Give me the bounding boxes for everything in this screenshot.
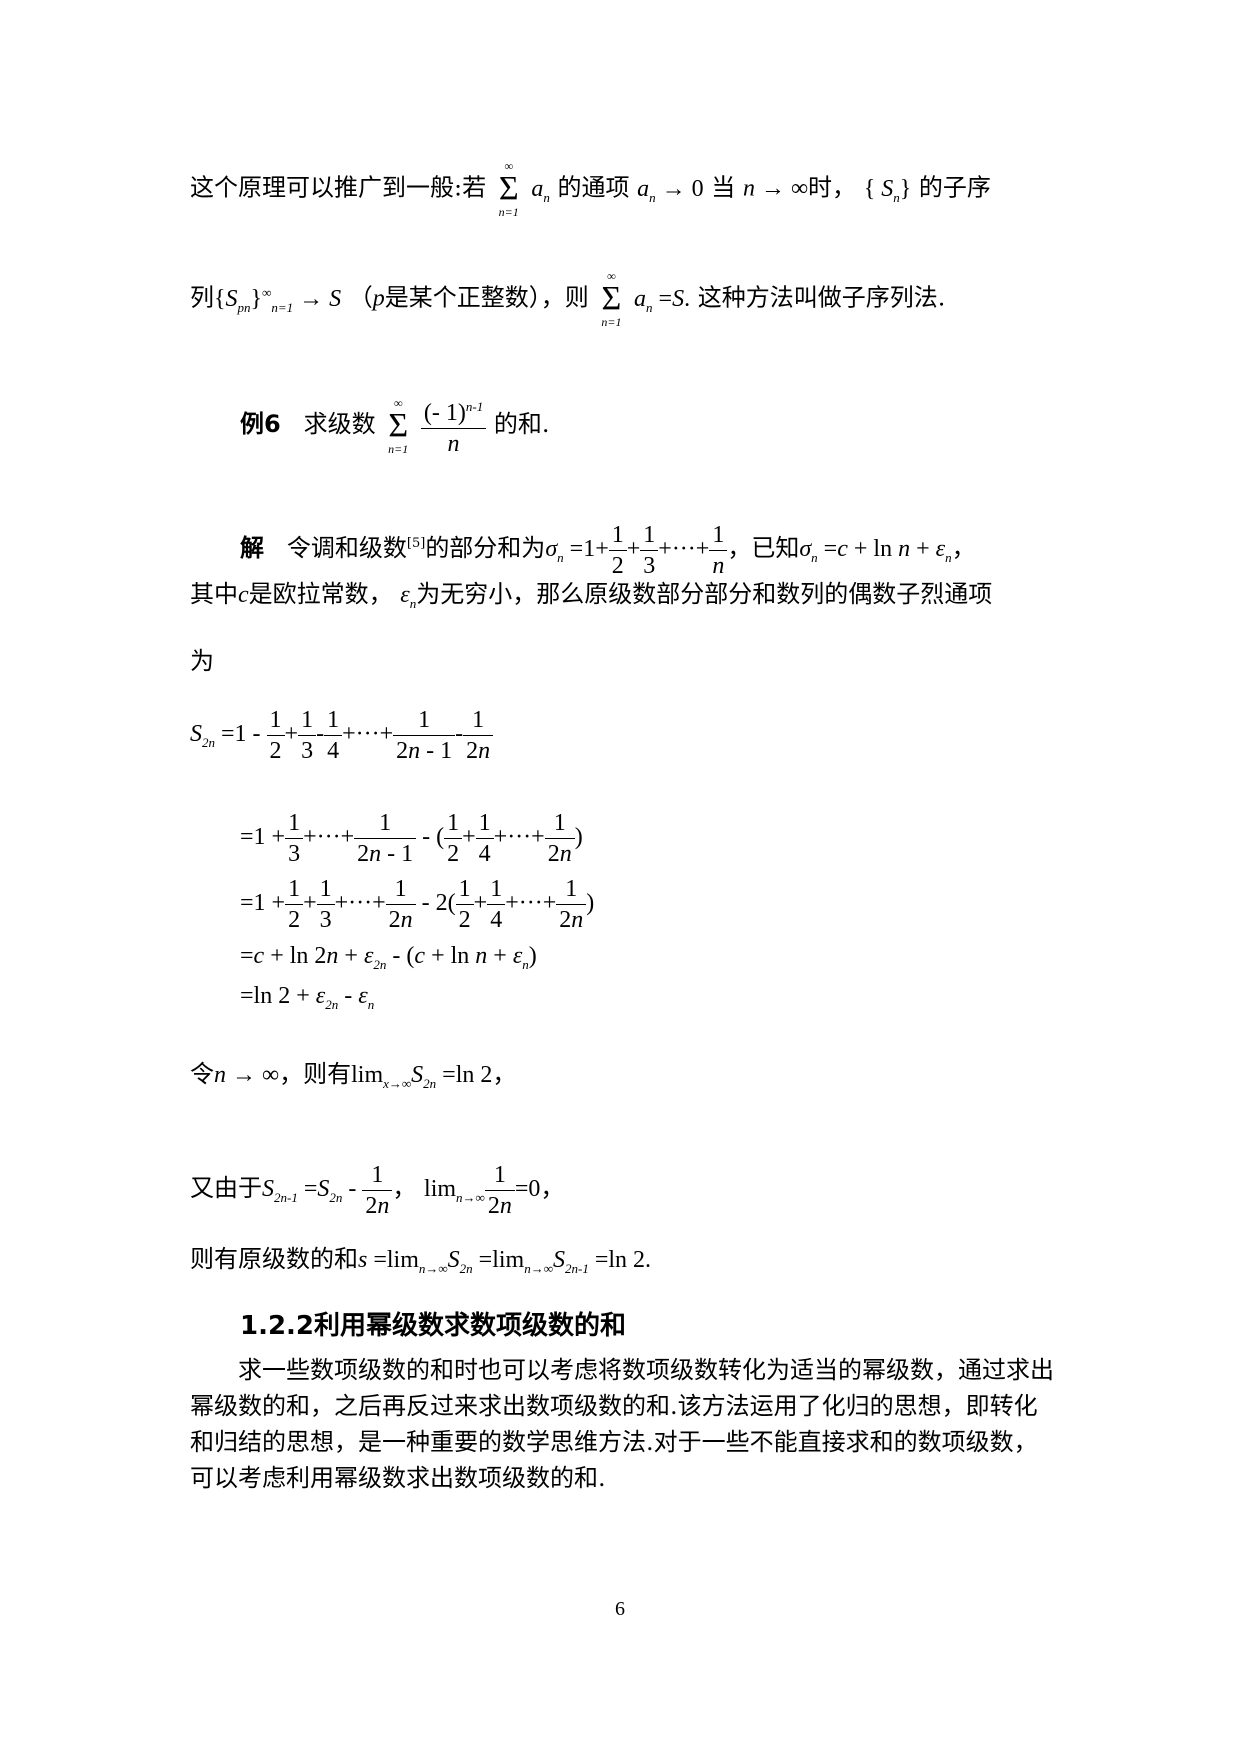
- text-fragment: 令调和级数: [286, 534, 407, 563]
- text-fragment: 这个原理可以推广到一般:若: [190, 173, 487, 202]
- text-fragment: 是欧拉常数，: [248, 580, 393, 608]
- text-fragment: 其中: [190, 580, 238, 608]
- text-line-7: 为: [190, 645, 214, 677]
- text-fragment: 令: [190, 1060, 214, 1088]
- text-line-limit: 令n → ∞，则有limx→∞S2n =ln 2，: [190, 1060, 517, 1091]
- text-fragment: ，: [392, 1174, 417, 1203]
- text-fragment: 的部分和为: [425, 534, 546, 563]
- text-line-6: 其中c是欧拉常数， εn为无穷小，那么原级数部分部分和数列的偶数子烈通项: [190, 580, 993, 611]
- text-fragment: ，则有: [279, 1060, 352, 1088]
- citation: [5]: [406, 536, 426, 552]
- equation-step-4: =ln 2 + ε2n - εn: [240, 983, 375, 1012]
- text-fragment: 则有原级数的和: [190, 1245, 358, 1273]
- text-line-result: 则有原级数的和s =limn→∞S2n =limn→∞S2n-1 =ln 2.: [190, 1245, 652, 1276]
- text-fragment: 为: [190, 647, 214, 675]
- text-fragment: ，已知: [727, 534, 800, 563]
- text-fragment: （: [348, 283, 373, 312]
- text-fragment: 的和.: [493, 410, 550, 438]
- text-fragment: 这种方法叫做子序列法.: [697, 283, 946, 312]
- section-heading: 1.2.2利用幂级数求数项级数的和: [240, 1311, 627, 1341]
- text-fragment: ，: [492, 1060, 517, 1088]
- text-fragment: 是某个正整数），则: [384, 283, 589, 312]
- page-number: 6: [615, 1598, 625, 1620]
- text-fragment: 求级数: [303, 410, 376, 438]
- text-fragment: ，: [951, 534, 976, 563]
- text-fragment: 又由于: [190, 1174, 262, 1203]
- example-label: 例6: [240, 410, 281, 438]
- text-fragment: 的通项: [557, 173, 630, 202]
- equation-step-3: =c + ln 2n + ε2n - (c + ln n + εn): [240, 943, 537, 972]
- text-fragment: 时，: [808, 173, 857, 202]
- body-paragraph: 求一些数项级数的和时也可以考虑将数项级数转化为适当的幂级数，通过求出幂级数的和，…: [190, 1356, 1054, 1492]
- text-fragment: ，: [540, 1174, 565, 1203]
- solution-label: 解: [240, 534, 264, 563]
- text-fragment: 列: [190, 283, 214, 312]
- text-fragment: 的子序: [918, 173, 991, 202]
- text-fragment: 为无穷小，那么原级数部分部分和数列的偶数子烈通项: [416, 580, 993, 608]
- text-fragment: 当: [711, 173, 736, 202]
